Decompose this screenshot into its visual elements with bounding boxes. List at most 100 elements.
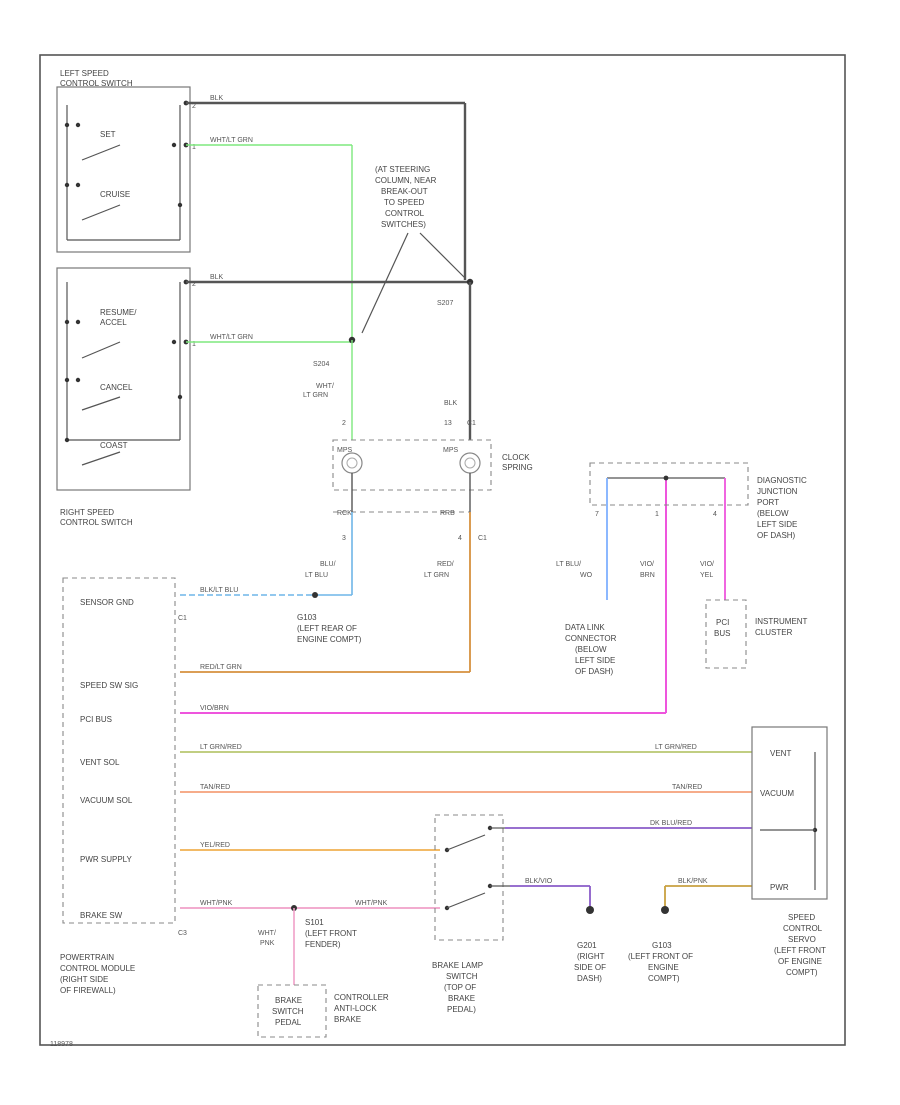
svg-text:RESUME/: RESUME/ — [100, 308, 137, 317]
clockspring-coil-left — [341, 452, 363, 474]
svg-text:LT GRN: LT GRN — [424, 572, 449, 579]
svg-text:PNK: PNK — [260, 940, 275, 947]
svg-text:(LEFT FRONT: (LEFT FRONT — [774, 946, 826, 955]
svg-text:WHT/PNK: WHT/PNK — [355, 900, 388, 907]
diagram-frame — [39, 54, 846, 1046]
svg-text:SERVO: SERVO — [788, 935, 816, 944]
svg-text:WHT/: WHT/ — [316, 383, 334, 390]
svg-text:RCK: RCK — [337, 510, 352, 517]
svg-text:WHT/LT GRN: WHT/LT GRN — [210, 137, 253, 144]
svg-text:7: 7 — [595, 511, 599, 518]
svg-text:(AT STEERING: (AT STEERING — [375, 165, 430, 174]
svg-text:RED/: RED/ — [437, 561, 454, 568]
svg-text:COMPT): COMPT) — [648, 974, 680, 983]
svg-text:WHT/: WHT/ — [258, 930, 276, 937]
svg-text:BLK: BLK — [210, 95, 224, 102]
svg-text:PCI BUS: PCI BUS — [80, 715, 112, 724]
svg-text:1: 1 — [192, 341, 196, 348]
svg-text:CONTROL: CONTROL — [385, 209, 425, 218]
svg-text:SPEED: SPEED — [788, 913, 815, 922]
svg-text:PCI: PCI — [716, 618, 729, 627]
coast-switch-contact — [81, 451, 121, 466]
cancel-switch-contact — [81, 396, 121, 411]
svg-text:(RIGHT SIDE: (RIGHT SIDE — [60, 975, 108, 984]
svg-text:FENDER): FENDER) — [305, 940, 341, 949]
svg-text:(RIGHT: (RIGHT — [577, 952, 605, 961]
ground-g201 — [586, 906, 594, 914]
svg-text:VACUUM SOL: VACUUM SOL — [80, 796, 133, 805]
clockspring-box — [332, 439, 492, 491]
svg-text:WO: WO — [580, 572, 593, 579]
svg-text:C1: C1 — [467, 420, 476, 427]
svg-text:SPEED SW SIG: SPEED SW SIG — [80, 681, 138, 690]
svg-text:BRAKE: BRAKE — [448, 994, 475, 1003]
svg-text:C1: C1 — [178, 615, 187, 622]
svg-text:DATA LINK: DATA LINK — [565, 623, 605, 632]
svg-text:OF DASH): OF DASH) — [757, 531, 796, 540]
svg-text:CONTROLLER: CONTROLLER — [334, 993, 389, 1002]
svg-text:ENGINE: ENGINE — [648, 963, 679, 972]
svg-text:SIDE OF: SIDE OF — [574, 963, 606, 972]
svg-text:CONNECTOR: CONNECTOR — [565, 634, 617, 643]
svg-text:RED/LT GRN: RED/LT GRN — [200, 664, 242, 671]
svg-text:1: 1 — [192, 144, 196, 151]
svg-text:S101: S101 — [305, 918, 324, 927]
svg-text:3: 3 — [342, 535, 346, 542]
svg-text:(LEFT REAR OF: (LEFT REAR OF — [297, 624, 357, 633]
svg-text:BLK/VIO: BLK/VIO — [525, 878, 553, 885]
brake-lamp-switch-box — [434, 814, 504, 941]
svg-text:SWITCH: SWITCH — [446, 972, 478, 981]
svg-text:CONTROL MODULE: CONTROL MODULE — [60, 964, 135, 973]
svg-text:ACCEL: ACCEL — [100, 318, 127, 327]
cruise-switch-contact — [81, 204, 121, 221]
svg-text:PEDAL: PEDAL — [275, 1018, 302, 1027]
svg-text:LT GRN: LT GRN — [303, 392, 328, 399]
svg-text:2: 2 — [192, 281, 196, 288]
svg-text:LT GRN/RED: LT GRN/RED — [655, 744, 697, 751]
svg-text:MPS: MPS — [443, 447, 459, 454]
svg-text:2: 2 — [192, 103, 196, 110]
svg-text:ANTI-LOCK: ANTI-LOCK — [334, 1004, 377, 1013]
svg-text:DASH): DASH) — [577, 974, 602, 983]
svg-text:BRN: BRN — [640, 572, 655, 579]
svg-text:S204: S204 — [313, 361, 329, 368]
diagnostic-junction-port-box — [589, 462, 749, 506]
svg-text:VACUUM: VACUUM — [760, 789, 794, 798]
svg-text:RRB: RRB — [440, 510, 455, 517]
svg-text:DIAGNOSTIC: DIAGNOSTIC — [757, 476, 807, 485]
svg-text:(LEFT FRONT OF: (LEFT FRONT OF — [628, 952, 693, 961]
svg-text:MPS: MPS — [337, 447, 353, 454]
svg-text:1: 1 — [655, 511, 659, 518]
svg-text:G201: G201 — [577, 941, 597, 950]
svg-text:LEFT SIDE: LEFT SIDE — [575, 656, 615, 665]
svg-text:TAN/RED: TAN/RED — [672, 784, 702, 791]
svg-text:CONTROL SWITCH: CONTROL SWITCH — [60, 518, 133, 527]
svg-text:VIO/: VIO/ — [700, 561, 714, 568]
speed-control-servo-box — [751, 726, 828, 900]
cruise-label: CRUISE — [100, 190, 130, 199]
svg-text:BRAKE LAMP: BRAKE LAMP — [432, 961, 483, 970]
svg-text:C3: C3 — [178, 930, 187, 937]
svg-text:LT BLU/: LT BLU/ — [556, 561, 581, 568]
svg-text:13: 13 — [444, 420, 452, 427]
svg-text:YEL: YEL — [700, 572, 713, 579]
svg-text:LT GRN/RED: LT GRN/RED — [200, 744, 242, 751]
svg-text:BREAK-OUT: BREAK-OUT — [381, 187, 428, 196]
brake-lamp-contact-1 — [446, 834, 486, 851]
svg-text:VENT SOL: VENT SOL — [80, 758, 120, 767]
left-switch-title-2: CONTROL SWITCH — [60, 79, 133, 88]
svg-text:RIGHT SPEED: RIGHT SPEED — [60, 508, 114, 517]
svg-text:JUNCTION: JUNCTION — [757, 487, 798, 496]
svg-text:BRAKE: BRAKE — [334, 1015, 361, 1024]
instrument-cluster-box — [705, 599, 747, 669]
svg-text:VENT: VENT — [770, 749, 791, 758]
brake-lamp-contact-2 — [446, 892, 486, 909]
svg-text:S207: S207 — [437, 300, 453, 307]
svg-text:4: 4 — [713, 511, 717, 518]
svg-text:BRAKE: BRAKE — [275, 996, 302, 1005]
svg-text:WHT/LT GRN: WHT/LT GRN — [210, 334, 253, 341]
svg-text:YEL/RED: YEL/RED — [200, 842, 230, 849]
ground-g103-front — [661, 906, 669, 914]
svg-text:SPRING: SPRING — [502, 463, 533, 472]
